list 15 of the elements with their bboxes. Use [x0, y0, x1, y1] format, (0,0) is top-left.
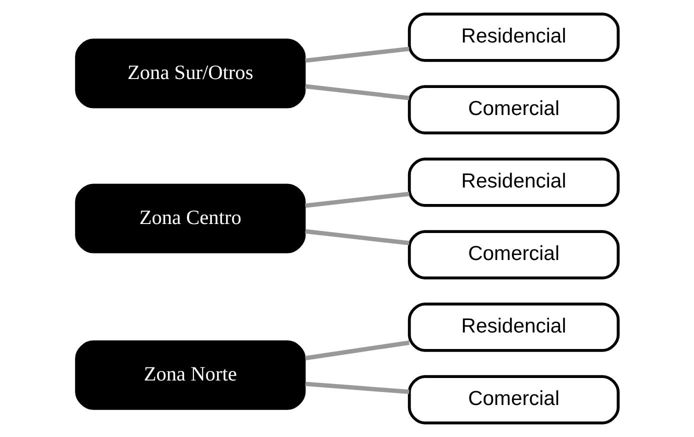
node-box: Residencial	[408, 158, 620, 207]
connector	[305, 192, 410, 208]
node-box: Zona Norte	[75, 340, 306, 410]
connector	[305, 229, 410, 246]
node-box: Residencial	[408, 302, 620, 352]
connector	[305, 46, 410, 63]
node-box: Zona Centro	[75, 184, 306, 254]
node-box: Comercial	[408, 230, 620, 280]
node-box: Comercial	[408, 375, 620, 424]
connector	[305, 84, 410, 100]
node-box: Comercial	[408, 85, 620, 134]
node-box: Zona Sur/Otros	[75, 38, 306, 108]
node-box: Residencial	[408, 12, 620, 62]
connector	[305, 382, 410, 394]
connector	[304, 340, 410, 360]
